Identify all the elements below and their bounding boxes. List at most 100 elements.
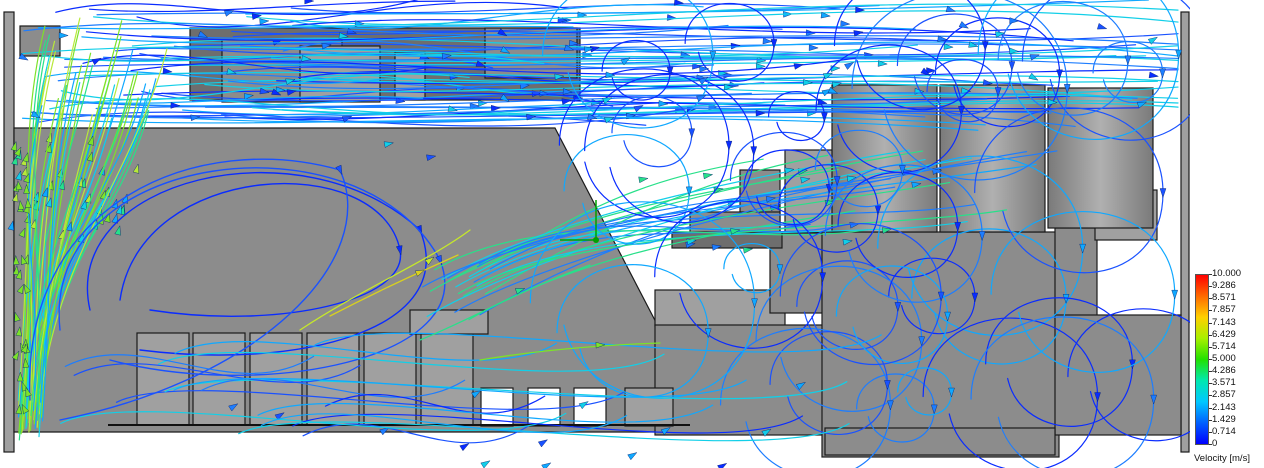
flow-arrow [1159, 68, 1166, 79]
flow-arrow [750, 146, 758, 157]
flow-arrow [259, 18, 270, 25]
flow-trajectory [479, 342, 661, 361]
flow-arrow [755, 63, 766, 70]
flow-arrow [709, 51, 717, 62]
flow-arrow [23, 172, 30, 184]
flow-arrow [943, 43, 954, 50]
flow-trajectory [302, 423, 530, 444]
flow-arrow [18, 199, 25, 211]
flow-arrow [1159, 188, 1167, 199]
flow-arrow [480, 460, 491, 468]
flow-arrow [1008, 61, 1016, 72]
legend-tick [1209, 334, 1212, 336]
flow-trajectory [58, 167, 446, 377]
flow-arrow [725, 140, 733, 151]
flow-arrow [877, 60, 888, 67]
flow-trajectory [21, 51, 56, 433]
flow-arrow [887, 400, 894, 411]
flow-trajectory [64, 354, 315, 374]
flow-trajectory [181, 55, 1147, 66]
flow-arrow [15, 404, 22, 415]
flow-arrow [335, 164, 343, 176]
flow-arrow [803, 79, 814, 86]
flow-arrow [395, 245, 403, 256]
flow-trajectory [73, 363, 361, 383]
flow-scene [3, 0, 1190, 468]
flow-arrow [58, 179, 65, 191]
flow-arrow [1094, 392, 1101, 403]
flow-trajectory [33, 20, 123, 425]
flow-trajectory [20, 44, 918, 58]
flow-arrow [920, 67, 931, 76]
flow-arrow [24, 197, 32, 208]
flow-arrow [742, 247, 754, 254]
flow-trajectory [25, 55, 51, 430]
flow-arrow [730, 42, 741, 50]
flow-arrow [80, 199, 87, 210]
flow-trajectory [489, 178, 892, 270]
flow-trajectory [292, 19, 1031, 34]
flow-trajectory [476, 220, 968, 287]
left-wall [3, 11, 15, 453]
legend-tick [1209, 298, 1212, 300]
flow-arrow [459, 443, 470, 452]
flow-arrow [561, 98, 572, 105]
flow-arrow [15, 170, 22, 181]
flow-arrow [11, 191, 19, 203]
legend-tick [1209, 310, 1212, 312]
flow-trajectory [21, 117, 979, 131]
flow-trajectory [182, 101, 786, 116]
flow-arrow [12, 264, 20, 276]
flow-arrow [692, 62, 703, 70]
flow-trajectory [478, 225, 838, 265]
flow-arrow [961, 87, 972, 94]
flow-arrow [1136, 101, 1148, 109]
flow-arrow [899, 165, 906, 176]
flow-arrow [162, 67, 173, 75]
flow-arrow [795, 381, 806, 390]
flow-arrow [831, 81, 843, 89]
flow-arrow [104, 212, 111, 223]
flow-trajectory [290, 3, 841, 14]
flow-trajectory [299, 229, 471, 331]
flow-trajectory [422, 150, 1058, 288]
flow-arrow [1079, 243, 1086, 254]
flow-arrow [602, 97, 613, 105]
flow-arrow [894, 302, 902, 312]
legend-tick [1209, 407, 1212, 409]
flow-arrow [447, 105, 458, 112]
flow-arrow [846, 175, 858, 183]
flow-arrow [569, 39, 580, 47]
flow-arrow [114, 225, 121, 236]
flow-arrow [884, 380, 891, 391]
flow-arrow [197, 30, 209, 38]
flow-arrow [1009, 47, 1020, 55]
flow-arrow [627, 452, 638, 461]
flow-arrow [564, 44, 575, 51]
flow-trajectory [877, 155, 1084, 337]
flow-arrow [954, 222, 961, 232]
flow-trajectory [260, 413, 628, 434]
flow-arrow [595, 341, 606, 349]
simulation-viewport[interactable] [0, 0, 1190, 468]
flow-arrow [770, 39, 778, 50]
flow-trajectory [82, 54, 431, 75]
legend-tick-label: 2.857 [1212, 389, 1236, 401]
flow-arrow [658, 100, 669, 107]
flow-arrow [13, 146, 22, 157]
flow-trajectory [970, 316, 1155, 468]
flow-trajectory [303, 75, 1179, 84]
flow-arrow [170, 102, 181, 109]
flow-arrow [243, 93, 255, 100]
flow-arrow [91, 57, 102, 66]
flow-trajectory [81, 25, 916, 44]
flow-arrow [817, 98, 828, 105]
flow-arrow [526, 113, 537, 121]
flow-trajectory [454, 151, 1028, 313]
flow-arrow [23, 283, 32, 294]
flow-arrow [16, 371, 24, 382]
flow-arrow [497, 28, 508, 37]
flow-arrow [819, 272, 826, 283]
flow-trajectory [201, 378, 466, 398]
flow-arrow [842, 239, 853, 246]
